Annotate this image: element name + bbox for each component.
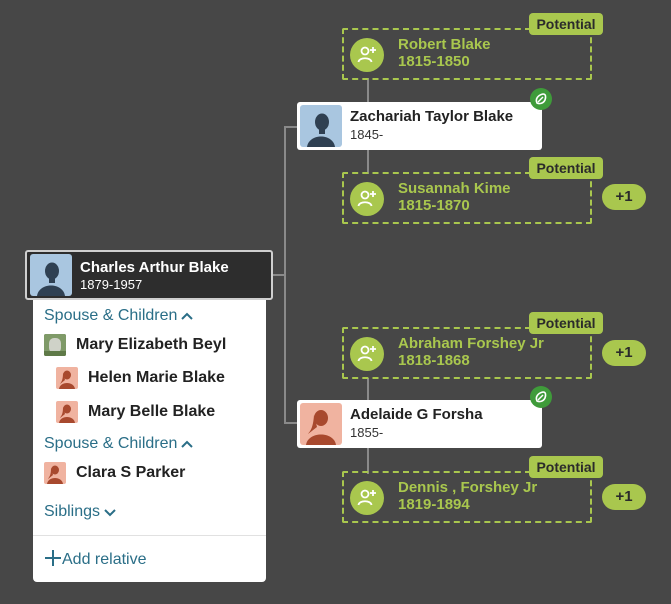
potential-card-dennis[interactable]: Dennis , Forshey Jr 1819-1894	[342, 471, 592, 523]
add-person-icon	[350, 38, 384, 72]
root-name[interactable]: Charles Arthur Blake	[80, 259, 229, 276]
add-person-icon	[350, 182, 384, 216]
female-avatar-icon	[56, 367, 78, 389]
chevron-up-icon	[181, 440, 194, 448]
record-hint-icon[interactable]	[530, 386, 552, 408]
chevron-up-icon	[181, 312, 194, 320]
potential-dates: 1815-1870	[398, 197, 470, 214]
spouse-name[interactable]: Clara S Parker	[76, 464, 186, 481]
potential-badge: Potential	[529, 157, 603, 179]
potential-card-abraham[interactable]: Abraham Forshey Jr 1818-1868	[342, 327, 592, 379]
potential-badge: Potential	[529, 312, 603, 334]
connector-root	[273, 274, 285, 276]
more-potentials-button[interactable]: +1	[602, 184, 646, 210]
mother-name[interactable]: Adelaide G Forsha	[350, 406, 483, 423]
add-relative-button[interactable]: Add relative	[44, 549, 147, 569]
add-person-icon	[350, 481, 384, 515]
headstone-photo-icon	[44, 334, 66, 356]
father-name[interactable]: Zachariah Taylor Blake	[350, 108, 514, 125]
chevron-down-icon	[104, 509, 116, 517]
more-potentials-button[interactable]: +1	[602, 484, 646, 510]
spouse-children-toggle[interactable]: Spouse & Children	[44, 435, 194, 453]
potential-dates: 1815-1850	[398, 53, 470, 70]
male-avatar-icon	[30, 254, 72, 296]
potential-badge: Potential	[529, 13, 603, 35]
connector-mother	[284, 422, 298, 424]
child-name[interactable]: Helen Marie Blake	[88, 369, 225, 386]
female-avatar-icon	[300, 403, 342, 445]
female-avatar-icon	[44, 462, 66, 484]
plus-icon	[45, 550, 61, 566]
potential-name[interactable]: Dennis , Forshey Jr	[398, 479, 538, 496]
father-dates: 1845-	[350, 127, 384, 142]
connector-vertical	[284, 126, 286, 424]
section-label: Spouse & Children	[44, 307, 178, 324]
potential-dates: 1819-1894	[398, 496, 470, 513]
potential-name[interactable]: Susannah Kime	[398, 180, 511, 197]
siblings-toggle[interactable]: Siblings	[44, 503, 117, 521]
section-label: Spouse & Children	[44, 435, 178, 452]
section-label: Siblings	[44, 503, 101, 520]
potential-card-susannah[interactable]: Susannah Kime 1815-1870	[342, 172, 592, 224]
mother-dates: 1855-	[350, 425, 384, 440]
root-person-card[interactable]: Charles Arthur Blake 1879-1957	[25, 250, 273, 300]
father-card[interactable]: Zachariah Taylor Blake 1845-	[297, 102, 542, 150]
add-relative-label: Add relative	[62, 551, 147, 568]
root-dates: 1879-1957	[80, 277, 143, 292]
potential-dates: 1818-1868	[398, 352, 470, 369]
male-avatar-icon	[300, 105, 342, 147]
add-person-icon	[350, 337, 384, 371]
potential-name[interactable]: Robert Blake	[398, 36, 491, 53]
spouse-name[interactable]: Mary Elizabeth Beyl	[76, 336, 227, 353]
record-hint-icon[interactable]	[530, 88, 552, 110]
connector-father	[284, 126, 298, 128]
potential-name[interactable]: Abraham Forshey Jr	[398, 335, 544, 352]
divider	[33, 535, 266, 536]
spouse-children-toggle[interactable]: Spouse & Children	[44, 307, 194, 325]
potential-badge: Potential	[529, 456, 603, 478]
potential-card-robert[interactable]: Robert Blake 1815-1850	[342, 28, 592, 80]
female-avatar-icon	[56, 401, 78, 423]
relatives-panel: Spouse & Children Mary Elizabeth Beyl He…	[33, 300, 266, 582]
more-potentials-button[interactable]: +1	[602, 340, 646, 366]
child-name[interactable]: Mary Belle Blake	[88, 403, 216, 420]
mother-card[interactable]: Adelaide G Forsha 1855-	[297, 400, 542, 448]
